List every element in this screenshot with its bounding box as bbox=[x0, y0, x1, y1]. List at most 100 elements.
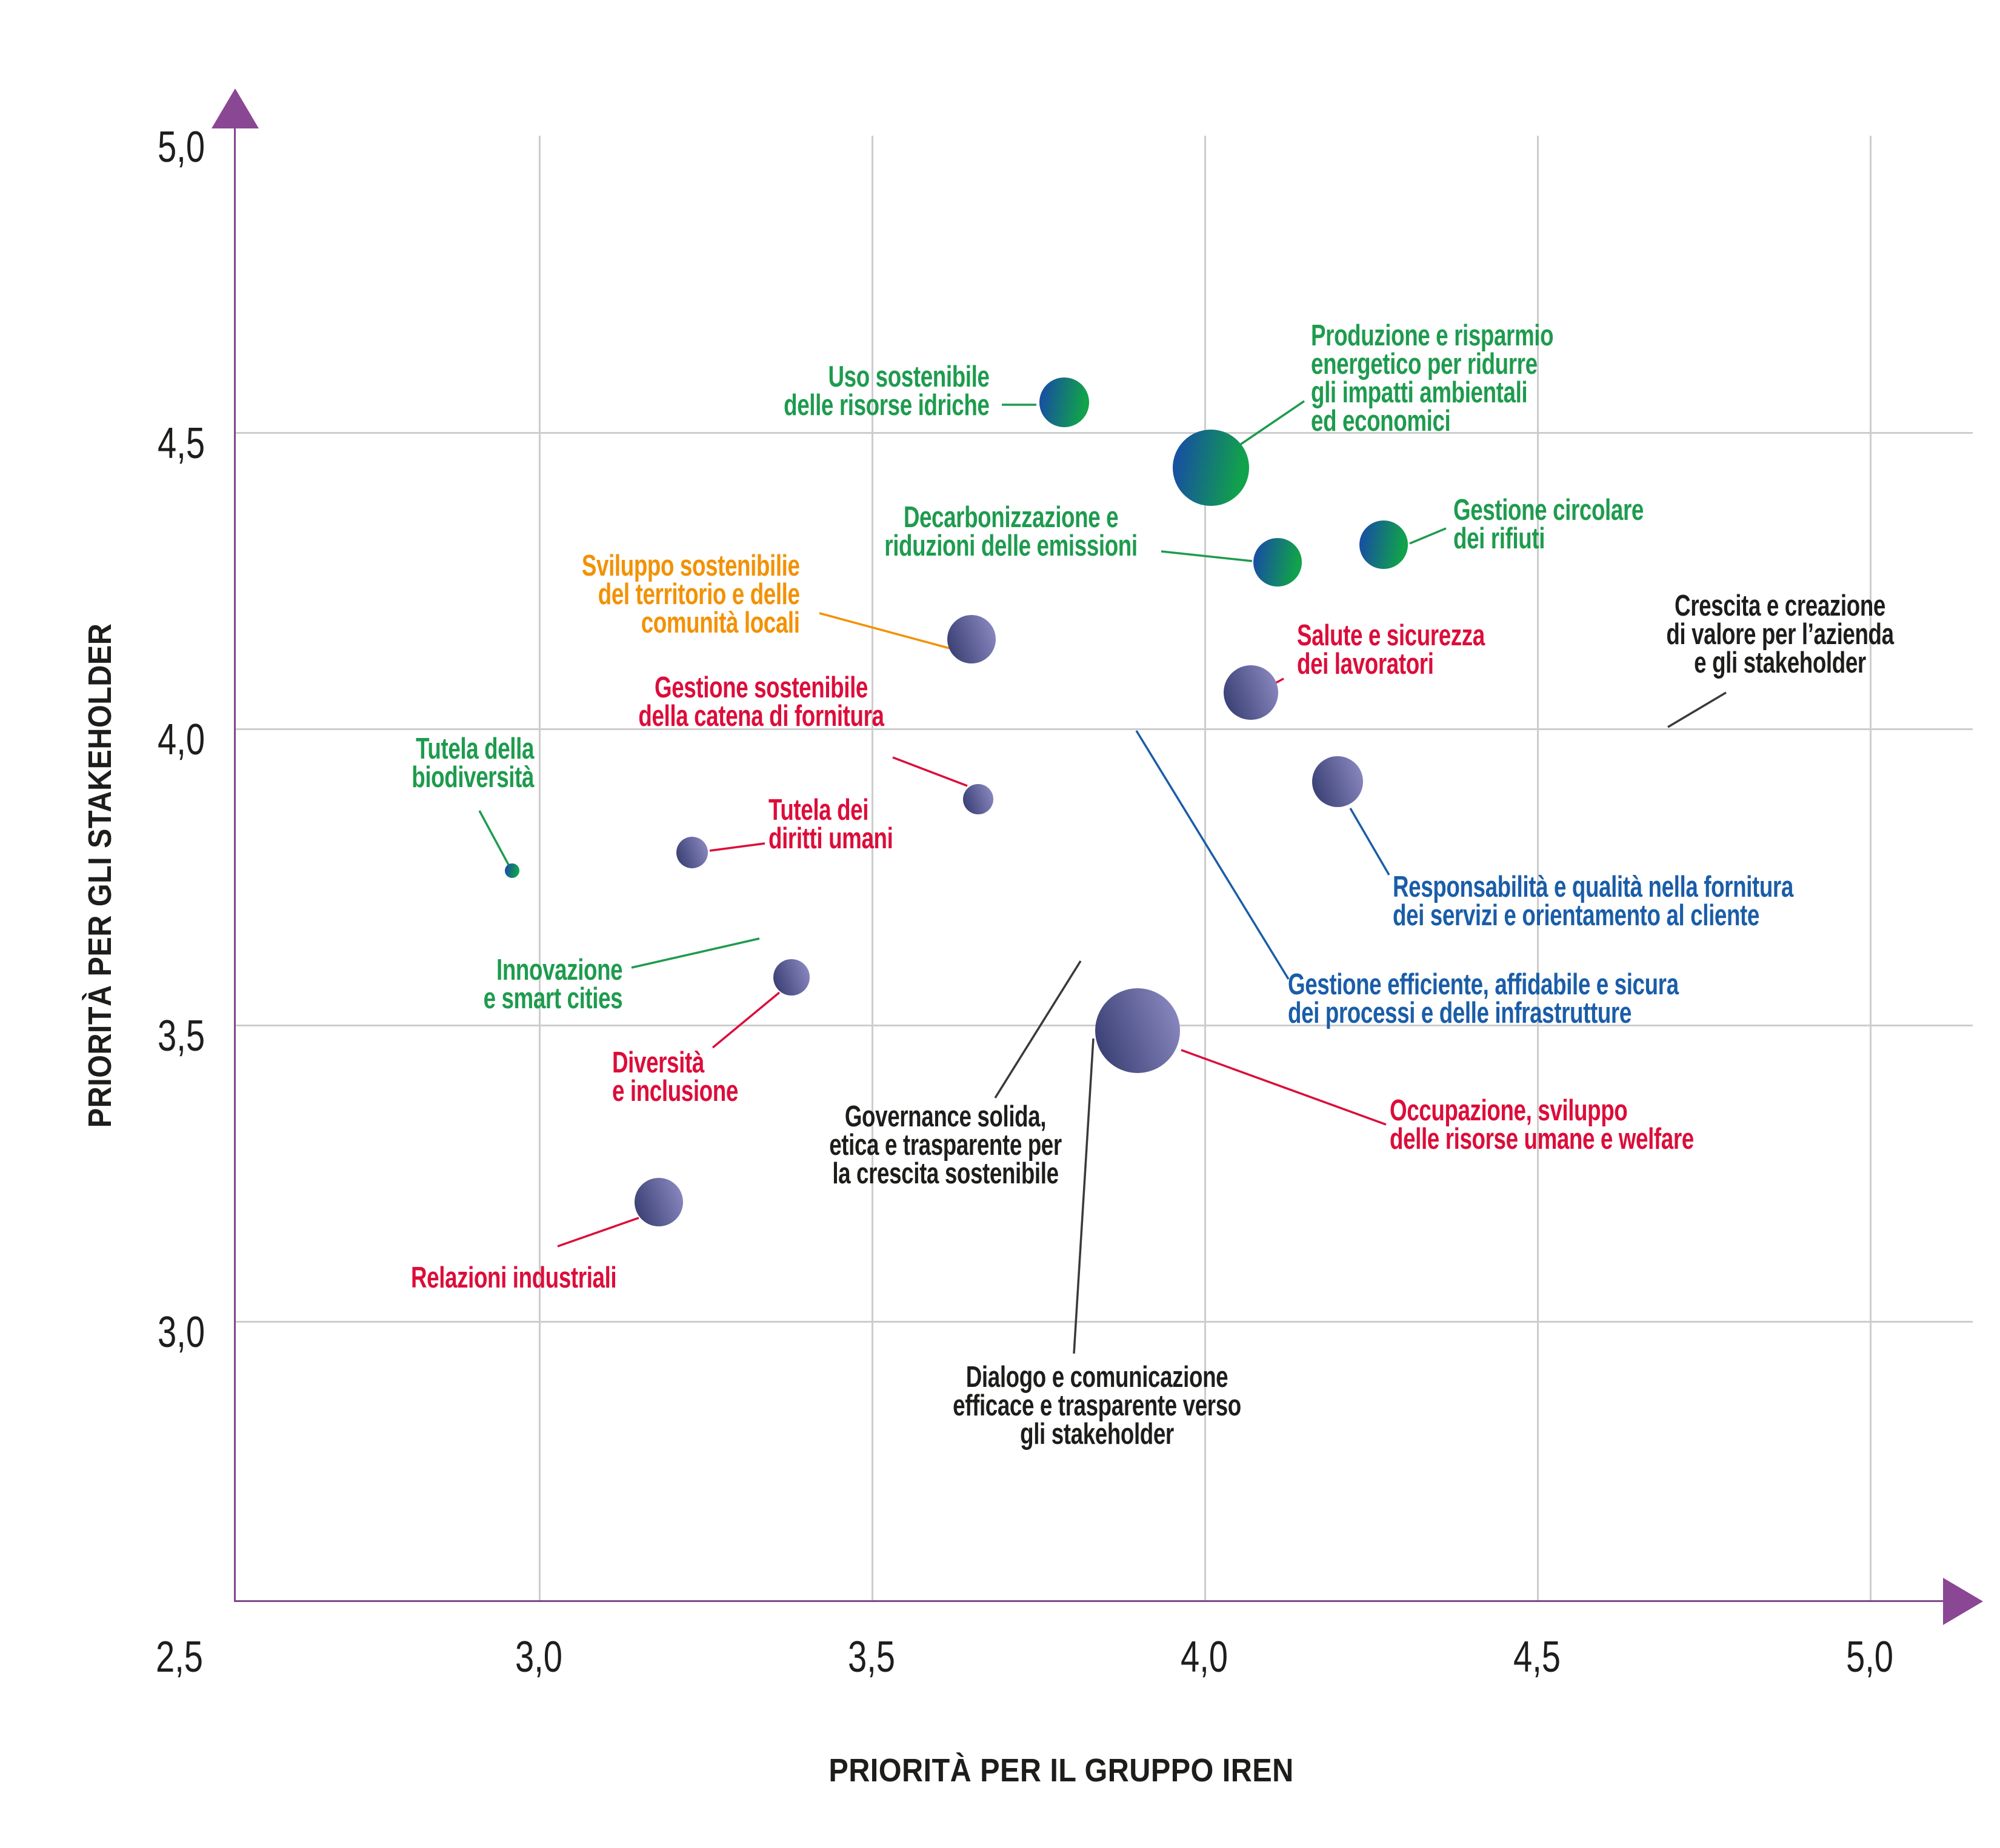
x-axis-line bbox=[234, 1600, 1944, 1602]
leader-efficiente bbox=[1135, 730, 1290, 980]
label-responsabilita: Responsabilità e qualità nella fornitura… bbox=[1393, 872, 1793, 932]
y-axis-arrow-icon bbox=[212, 88, 259, 128]
bubble-sviluppo bbox=[947, 615, 996, 664]
label-crescita-line-1: di valore per l’azienda bbox=[1666, 618, 1894, 651]
leader-sviluppo bbox=[819, 612, 950, 650]
gridline-v-4 bbox=[1204, 136, 1206, 1601]
label-occupazione-line-0: Occupazione, sviluppo bbox=[1390, 1094, 1628, 1127]
label-circolare-line-0: Gestione circolare bbox=[1453, 494, 1644, 527]
x-tick-4,5: 4,5 bbox=[1513, 1633, 1561, 1681]
label-uso-line-1: delle risorse idriche bbox=[783, 389, 990, 422]
bubble-innovazione bbox=[773, 959, 810, 995]
label-innovazione-line-0: Innovazione bbox=[496, 954, 623, 986]
label-governance-line-0: Governance solida, bbox=[844, 1100, 1047, 1133]
label-circolare-line-1: dei rifiuti bbox=[1453, 522, 1545, 555]
leader-diritti bbox=[709, 842, 765, 852]
label-efficiente: Gestione efficiente, affidabile e sicura… bbox=[1288, 968, 1679, 1029]
gridline-v-3 bbox=[539, 136, 541, 1601]
label-sviluppo-line-2: comunità locali bbox=[641, 607, 800, 639]
x-axis-title: PRIORITÀ PER IL GRUPPO IREN bbox=[828, 1752, 1294, 1789]
leader-produzione bbox=[1239, 400, 1305, 446]
bubble-relazioni bbox=[634, 1178, 683, 1227]
y-tick-3,0: 3,0 bbox=[157, 1308, 205, 1357]
label-occupazione-line-1: delle risorse umane e welfare bbox=[1390, 1123, 1694, 1155]
leader-decarbonizzazione bbox=[1161, 550, 1253, 562]
leader-catena bbox=[892, 756, 968, 787]
x-tick-4,0: 4,0 bbox=[1180, 1633, 1228, 1681]
label-sviluppo-line-0: Sviluppo sostenibilie bbox=[582, 550, 800, 582]
leader-relazioni bbox=[557, 1217, 639, 1248]
label-crescita-line-0: Crescita e creazione bbox=[1675, 590, 1885, 622]
label-efficiente-line-1: dei processi e delle infrastrutture bbox=[1288, 997, 1632, 1029]
label-biodiversita-line-1: biodiversità bbox=[412, 761, 534, 794]
label-decarbonizzazione-line-0: Decarbonizzazione e bbox=[903, 501, 1119, 534]
bubble-decarbonizzazione bbox=[1253, 538, 1302, 587]
bubble-biodiversita bbox=[505, 863, 520, 878]
y-tick-5,0: 5,0 bbox=[157, 123, 205, 171]
label-dialogo-line-0: Dialogo e comunicazione bbox=[965, 1361, 1228, 1394]
bubble-responsabilita bbox=[1312, 756, 1363, 808]
x-tick-3,5: 3,5 bbox=[847, 1633, 896, 1681]
bubble-circolare bbox=[1359, 520, 1408, 569]
label-efficiente-line-0: Gestione efficiente, affidabile e sicura bbox=[1288, 968, 1679, 1001]
y-tick-4,0: 4,0 bbox=[157, 716, 205, 764]
label-diritti-line-0: Tutela dei bbox=[768, 794, 869, 826]
label-diversita-line-0: Diversità bbox=[612, 1046, 704, 1079]
label-diritti-line-1: diritti umani bbox=[768, 822, 893, 855]
label-relazioni: Relazioni industriali bbox=[411, 1261, 617, 1294]
leader-diversita bbox=[712, 991, 781, 1049]
leader-crescita bbox=[1667, 691, 1727, 728]
y-tick-3,5: 3,5 bbox=[157, 1012, 205, 1060]
leader-innovazione bbox=[631, 937, 760, 969]
leader-occupazione bbox=[1181, 1049, 1387, 1126]
x-tick-5,0: 5,0 bbox=[1845, 1633, 1894, 1681]
label-decarbonizzazione-line-1: riduzioni delle emissioni bbox=[884, 530, 1138, 562]
x-tick-3,0: 3,0 bbox=[515, 1633, 563, 1681]
label-dialogo-line-2: gli stakeholder bbox=[1020, 1418, 1174, 1451]
label-sviluppo-line-1: del territorio e delle bbox=[598, 578, 800, 611]
leader-responsabilita bbox=[1349, 808, 1390, 876]
label-governance-line-1: etica e trasparente per bbox=[829, 1129, 1062, 1162]
label-relazioni-line-0: Relazioni industriali bbox=[411, 1261, 617, 1294]
label-salute-line-0: Salute e sicurezza bbox=[1297, 619, 1485, 652]
label-salute-line-1: dei lavoratori bbox=[1297, 648, 1434, 680]
y-axis-line bbox=[234, 126, 236, 1601]
label-catena-line-0: Gestione sostenibile bbox=[655, 671, 868, 704]
label-produzione-line-2: gli impatti ambientali bbox=[1311, 376, 1528, 409]
bubble-diritti bbox=[676, 837, 708, 869]
bubble-occupazione bbox=[1095, 988, 1181, 1073]
label-uso-line-0: Uso sostenibile bbox=[828, 361, 989, 393]
label-innovazione-line-1: e smart cities bbox=[483, 982, 622, 1015]
label-dialogo-line-1: efficace e trasparente verso bbox=[953, 1389, 1241, 1422]
bubble-salute bbox=[1223, 665, 1278, 720]
gridline-h-3 bbox=[234, 1321, 1973, 1323]
label-governance: Governance solida,etica e trasparente pe… bbox=[829, 1100, 1062, 1190]
label-produzione-line-1: energetico per ridurre bbox=[1311, 348, 1538, 381]
leader-circolare bbox=[1409, 527, 1447, 545]
bubble-catena bbox=[962, 784, 993, 815]
y-tick-4,5: 4,5 bbox=[157, 419, 205, 468]
x-tick-2,5: 2,5 bbox=[155, 1633, 204, 1681]
label-responsabilita-line-1: dei servizi e orientamento al cliente bbox=[1393, 899, 1759, 932]
label-produzione-line-0: Produzione e risparmio bbox=[1311, 319, 1554, 352]
gridline-v-4.5 bbox=[1537, 136, 1539, 1601]
leader-dialogo bbox=[1073, 1038, 1095, 1354]
bubble-uso bbox=[1039, 377, 1090, 428]
gridline-v-3.5 bbox=[872, 136, 873, 1601]
label-diversita-line-1: e inclusione bbox=[612, 1075, 738, 1108]
label-governance-line-2: la crescita sostenibile bbox=[832, 1157, 1059, 1190]
gridline-v-5 bbox=[1870, 136, 1872, 1601]
